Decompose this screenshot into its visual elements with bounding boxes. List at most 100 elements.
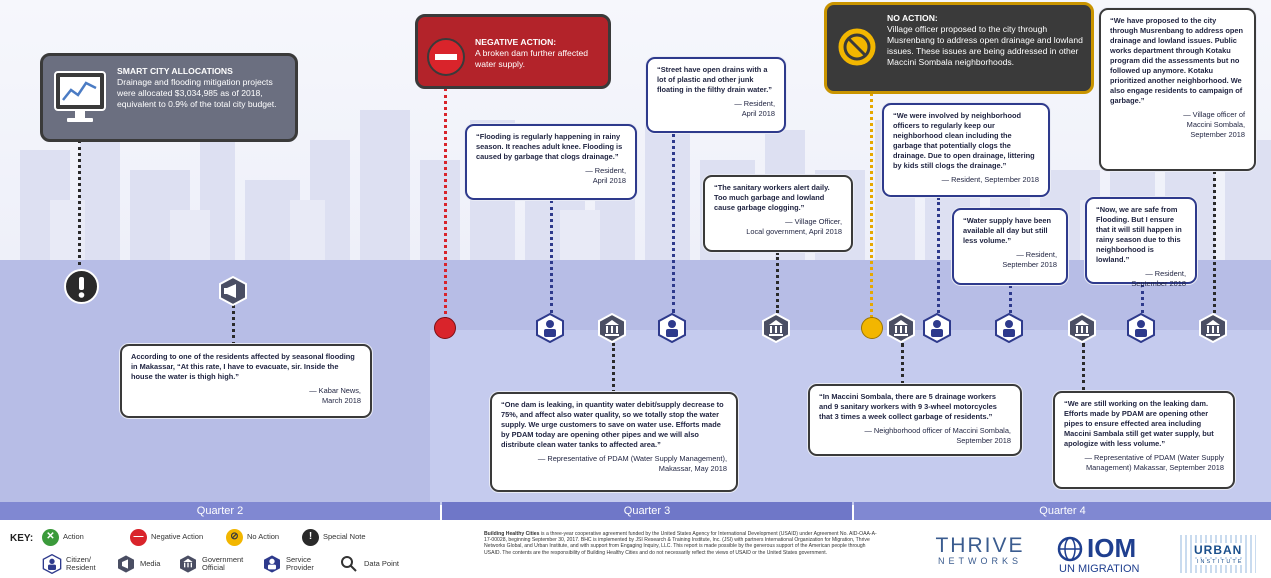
source-line-2: April 2018 bbox=[592, 176, 626, 185]
source-line-1: — Representative of PDAM (Water Supply M… bbox=[537, 454, 727, 463]
key-no-action: ⊘No Action bbox=[226, 529, 279, 546]
disclaimer-text: is a three-year cooperative agreement fu… bbox=[484, 531, 877, 556]
quote-text: “Water supply have been available all da… bbox=[963, 216, 1052, 245]
quote-text: “The sanitary workers alert daily. Too m… bbox=[714, 183, 830, 212]
smart-city-title: SMART CITY ALLOCATIONS bbox=[117, 66, 233, 76]
thrive-logo-top: THRIVE bbox=[935, 534, 1025, 557]
source-line-1: — Village officer of bbox=[1183, 110, 1245, 119]
quote-source: — Resident,September 2018 bbox=[1096, 269, 1186, 289]
source-line-2: April 2018 bbox=[741, 109, 775, 118]
no-action-text: Village officer proposed to the city thr… bbox=[887, 24, 1083, 67]
no-action-title: NO ACTION: bbox=[887, 13, 938, 23]
government-marker bbox=[887, 313, 915, 343]
quote-village-officer-musrenbang: “We have proposed to the city through Mu… bbox=[1099, 8, 1256, 171]
key-special-note: ! Special Note bbox=[302, 529, 366, 546]
citizen-marker bbox=[1127, 313, 1155, 343]
quote-kabar-news: According to one of the residents affect… bbox=[120, 344, 372, 418]
globe-icon bbox=[1057, 536, 1083, 562]
source-line-2: Makassar, May 2018 bbox=[658, 464, 727, 473]
connector-smart-city bbox=[78, 140, 81, 265]
quote-text: “Now, we are safe from Flooding. But I e… bbox=[1096, 205, 1182, 264]
source-line-2: September 2018 bbox=[956, 436, 1011, 445]
source-line-1: — Resident, September 2018 bbox=[941, 175, 1039, 184]
key-data-point: Data Point bbox=[340, 555, 399, 573]
quarter-2-bar: Quarter 2 bbox=[0, 502, 440, 520]
citizen-icon bbox=[658, 313, 686, 343]
government-marker bbox=[762, 313, 790, 343]
source-line-2: Management) Makassar, September 2018 bbox=[1085, 463, 1224, 472]
iom-logo-bottom: UN MIGRATION bbox=[1059, 563, 1140, 575]
connector-negative bbox=[444, 88, 447, 320]
key-action-label: Action bbox=[63, 532, 84, 542]
quote-source: — Resident, September 2018 bbox=[893, 175, 1039, 185]
quote-text: “Street have open drains with a lot of p… bbox=[657, 65, 772, 94]
quote-source: — Neighborhood officer of Maccini Sombal… bbox=[819, 426, 1011, 446]
government-marker bbox=[598, 313, 626, 343]
quote-sanitary-officer: “The sanitary workers alert daily. Too m… bbox=[703, 175, 853, 252]
exclamation-icon: ! bbox=[302, 529, 319, 546]
connector-kabar bbox=[232, 304, 235, 346]
no-action-marker bbox=[861, 317, 883, 339]
prohibited-icon bbox=[837, 27, 877, 67]
key-service-provider: Service Provider bbox=[262, 554, 332, 574]
citizen-icon bbox=[536, 313, 564, 343]
source-line-1: — Resident, bbox=[1145, 269, 1186, 278]
key-citizen-label: Citizen/ Resident bbox=[66, 554, 96, 572]
connector-flood bbox=[550, 200, 553, 313]
connector-drains bbox=[672, 133, 675, 313]
urban-logo-bottom: INSTITUTE bbox=[1195, 559, 1246, 565]
urban-institute-logo: URBAN INSTITUTE bbox=[1180, 535, 1256, 573]
government-building-icon bbox=[598, 313, 626, 343]
source-line-1: — Kabar News, bbox=[309, 386, 361, 395]
citizen-icon bbox=[923, 313, 951, 343]
citizen-marker bbox=[658, 313, 686, 343]
government-building-icon bbox=[762, 313, 790, 343]
government-marker bbox=[1068, 313, 1096, 343]
citizen-marker bbox=[923, 313, 951, 343]
magnifier-icon bbox=[341, 556, 357, 572]
quote-source: — Resident,April 2018 bbox=[657, 99, 775, 119]
media-marker bbox=[219, 276, 247, 306]
key-government: Government Official bbox=[178, 554, 254, 574]
government-building-icon bbox=[178, 554, 198, 574]
key-service-label: Service Provider bbox=[286, 554, 314, 572]
connector-water-supply bbox=[1009, 285, 1012, 313]
connector-neighborhood bbox=[937, 197, 940, 313]
quote-source: — Resident,September 2018 bbox=[963, 250, 1057, 270]
connector-no-action bbox=[870, 93, 873, 318]
key-media-label: Media bbox=[140, 558, 161, 568]
connector-workers bbox=[901, 343, 904, 385]
source-line-2: Local government, April 2018 bbox=[746, 227, 842, 236]
service-provider-icon bbox=[262, 554, 282, 574]
source-line-1: — Resident, bbox=[585, 166, 626, 175]
citizen-marker bbox=[536, 313, 564, 343]
quote-text: “Flooding is regularly happening in rain… bbox=[476, 132, 623, 161]
connector-leaking bbox=[1082, 343, 1085, 391]
no-entry-icon: — bbox=[130, 529, 147, 546]
quote-source: — Village Officer,Local government, Apri… bbox=[714, 217, 842, 237]
quarter-3-bar: Quarter 3 bbox=[442, 502, 852, 520]
prohibited-icon: ⊘ bbox=[226, 529, 243, 546]
key-media: Media bbox=[116, 554, 160, 574]
government-marker bbox=[1199, 313, 1227, 343]
key-special-label: Special Note bbox=[323, 532, 366, 542]
connector-dam bbox=[612, 343, 615, 393]
negative-action-title: NEGATIVE ACTION: bbox=[475, 37, 557, 47]
key-action: ✕Action bbox=[42, 529, 84, 546]
quote-text: According to one of the residents affect… bbox=[131, 352, 355, 381]
quote-text: “We are still working on the leaking dam… bbox=[1064, 399, 1214, 448]
citizen-icon bbox=[42, 554, 62, 574]
source-line-1: — Representative of PDAM (Water Supply bbox=[1084, 453, 1224, 462]
key-negative-label: Negative Action bbox=[151, 532, 204, 542]
quote-flooding-resident: “Flooding is regularly happening in rain… bbox=[465, 124, 637, 200]
quote-safe-resident: “Now, we are safe from Flooding. But I e… bbox=[1085, 197, 1197, 288]
thrive-logo-bottom: NETWORKS bbox=[937, 556, 1022, 566]
key-negative-action: — Negative Action bbox=[130, 529, 203, 546]
connector-musrenbang bbox=[1213, 171, 1216, 313]
quote-pdam-september: “We are still working on the leaking dam… bbox=[1053, 391, 1235, 489]
iom-logo-top: IOM bbox=[1087, 533, 1137, 563]
key-label: KEY: bbox=[10, 533, 34, 544]
quote-pdam-may: “One dam is leaking, in quantity water d… bbox=[490, 392, 738, 492]
